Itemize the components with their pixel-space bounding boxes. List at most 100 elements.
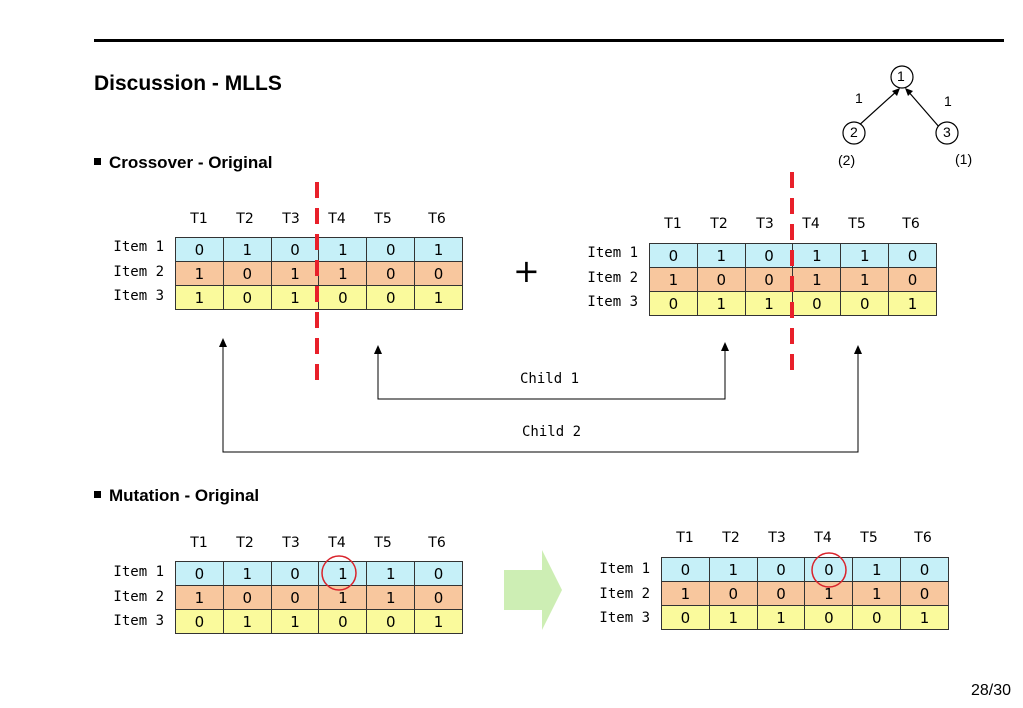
cell: 0 [414, 261, 463, 286]
cell: 1 [222, 609, 272, 634]
bullet-icon [94, 158, 101, 166]
cell: 0 [366, 261, 416, 286]
cell: 0 [318, 285, 368, 310]
col-header: T6 [914, 530, 932, 546]
col-header: T2 [236, 535, 254, 551]
col-header: T4 [802, 216, 820, 232]
tree-note-3: (1) [955, 151, 973, 167]
transition-arrow-icon [504, 550, 562, 630]
cell: 0 [366, 609, 416, 634]
arrow-head [854, 345, 862, 354]
col-header: T6 [428, 535, 446, 551]
cell: 0 [270, 237, 320, 262]
tree-node-3: 3 [943, 124, 951, 140]
tree-node-2: 2 [850, 124, 858, 140]
cell: 1 [696, 243, 746, 268]
cell: 1 [175, 285, 224, 310]
cell: 1 [708, 605, 758, 630]
cell: 1 [840, 243, 890, 268]
child-2-label: Child 2 [522, 424, 582, 440]
cell: 0 [804, 605, 854, 630]
col-header: T4 [328, 211, 346, 227]
cell: 0 [744, 243, 794, 268]
cell: 0 [649, 291, 698, 316]
tree-diagram [842, 65, 959, 145]
child-2-path [222, 345, 859, 453]
cell: 1 [756, 605, 806, 630]
col-header: T1 [190, 535, 208, 551]
col-header: T6 [902, 216, 920, 232]
cell: 0 [366, 285, 416, 310]
child-1-label: Child 1 [520, 371, 580, 387]
top-rule [94, 39, 1004, 42]
cell: 1 [175, 585, 224, 610]
cell: 0 [414, 585, 463, 610]
col-header: T4 [328, 535, 346, 551]
cell: 0 [175, 237, 224, 262]
col-header: T1 [190, 211, 208, 227]
cell: 0 [318, 609, 368, 634]
cell: 0 [708, 581, 758, 606]
child-1-path [377, 348, 726, 400]
col-header: T4 [814, 530, 832, 546]
col-header: T5 [848, 216, 866, 232]
mutation-circle-before [321, 555, 357, 591]
col-header: T5 [374, 211, 392, 227]
crossover-heading-text: Crossover - Original [109, 153, 273, 172]
cell: 0 [175, 609, 224, 634]
cell: 0 [744, 267, 794, 292]
cell: 1 [222, 237, 272, 262]
cell: 0 [661, 557, 710, 582]
col-header: T5 [374, 535, 392, 551]
cell: 0 [888, 243, 937, 268]
cell: 0 [756, 581, 806, 606]
col-header: T3 [282, 535, 300, 551]
cell: 1 [661, 581, 710, 606]
crossover-heading: Crossover - Original [94, 153, 272, 173]
cell: 1 [366, 561, 416, 586]
cell: 1 [366, 585, 416, 610]
row-label: Item 2 [587, 270, 638, 286]
cell: 1 [414, 237, 463, 262]
cell: 0 [792, 291, 842, 316]
cell: 1 [696, 291, 746, 316]
row-label: Item 2 [599, 586, 650, 602]
arrow-head [721, 342, 729, 351]
cell: 1 [414, 609, 463, 634]
cell: 1 [318, 261, 368, 286]
col-header: T5 [860, 530, 878, 546]
tree-node-1: 1 [897, 68, 905, 84]
col-header: T3 [768, 530, 786, 546]
col-header: T3 [756, 216, 774, 232]
col-header: T2 [236, 211, 254, 227]
cell: 1 [792, 267, 842, 292]
cell: 0 [222, 585, 272, 610]
mutation-heading: Mutation - Original [94, 486, 259, 506]
col-header: T1 [664, 216, 682, 232]
col-header: T2 [722, 530, 740, 546]
cell: 1 [888, 291, 937, 316]
row-label: Item 3 [599, 610, 650, 626]
cell: 1 [414, 285, 463, 310]
row-label: Item 2 [113, 264, 164, 280]
cell: 0 [366, 237, 416, 262]
cell: 1 [318, 561, 368, 586]
mutation-circle-after [811, 552, 847, 588]
cell: 1 [270, 609, 320, 634]
row-label: Item 1 [587, 245, 638, 261]
cell: 1 [318, 237, 368, 262]
col-header: T3 [282, 211, 300, 227]
tree-edge-label-left: 1 [855, 90, 863, 106]
cell: 1 [804, 581, 854, 606]
page-title: Discussion - MLLS [94, 72, 282, 95]
cell: 1 [900, 605, 949, 630]
cell: 0 [222, 261, 272, 286]
cell: 0 [649, 243, 698, 268]
cell: 1 [270, 261, 320, 286]
cell: 0 [270, 561, 320, 586]
